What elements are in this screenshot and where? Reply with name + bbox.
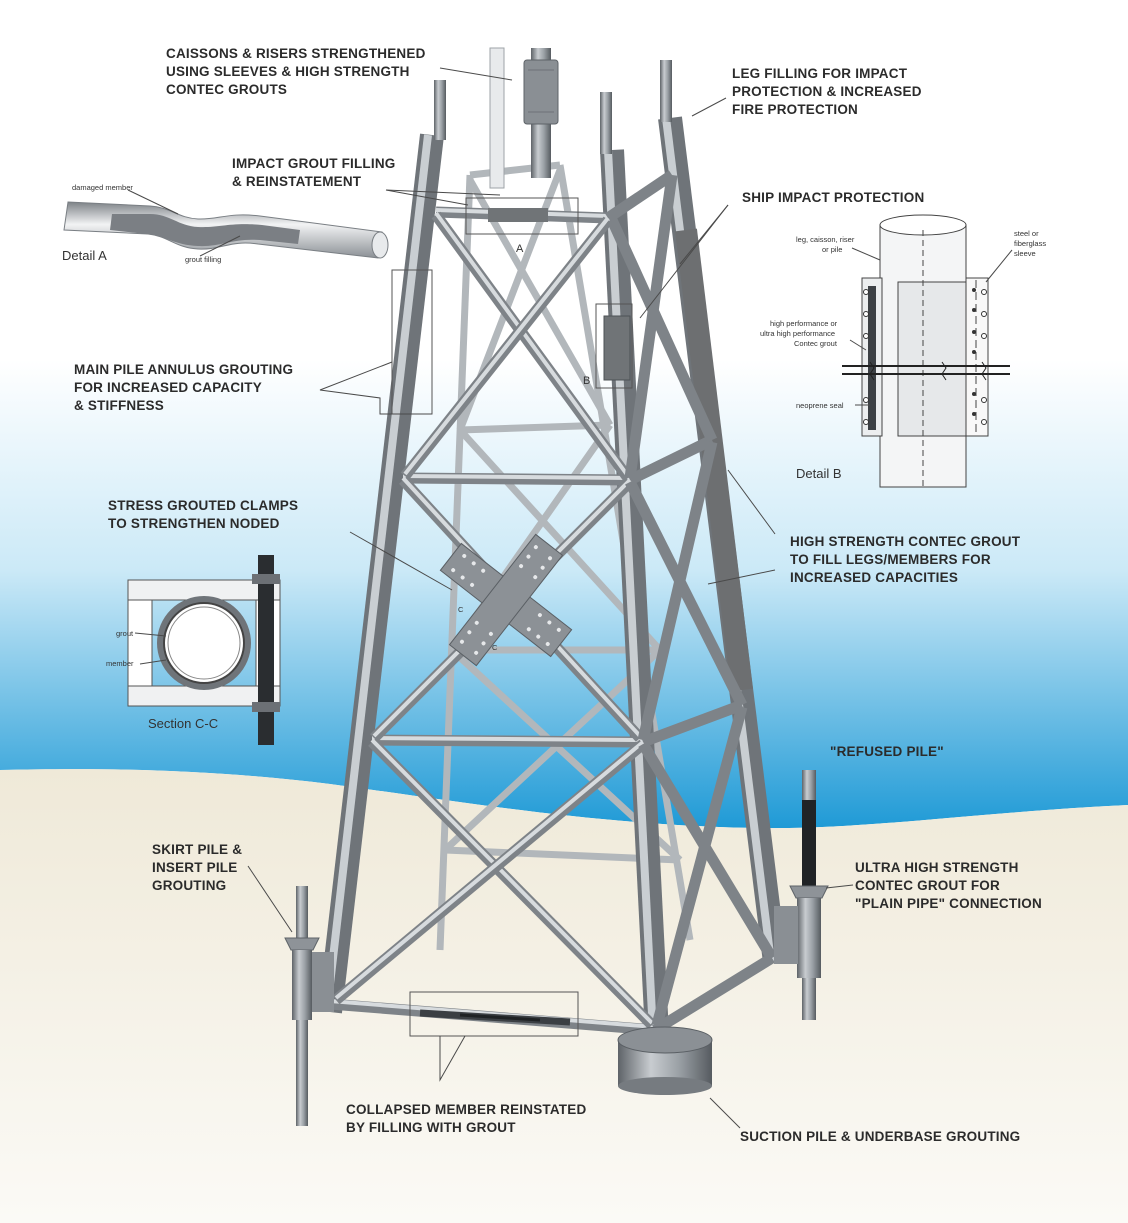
suction-label: SUCTION PILE & UNDERBASE GROUTING: [740, 1129, 1020, 1144]
section-c-member-label: member: [106, 659, 134, 668]
tag-b: B: [583, 375, 590, 387]
detail-b-seal-label: neoprene seal: [796, 401, 844, 410]
skirt-pile-label: SKIRT PILE & INSERT PILE GROUTING: [152, 842, 246, 893]
section-c-title: Section C-C: [148, 716, 218, 731]
leg-filling-label: LEG FILLING FOR IMPACT PROTECTION & INCR…: [732, 66, 926, 117]
section-c-illustration: [127, 555, 281, 745]
detail-box-collapsed: [409, 991, 579, 1037]
skirt-pile-left: [284, 886, 334, 1126]
ship-impact-label: SHIP IMPACT PROTECTION: [742, 190, 924, 205]
detail-box-a: [465, 197, 579, 235]
detail-b-title: Detail B: [796, 466, 842, 481]
refused-pile-label: "REFUSED PILE": [830, 744, 944, 759]
diagonal-braces: [332, 174, 777, 1029]
stress-clamps-label: STRESS GROUTED CLAMPS TO STRENGTHEN NODE…: [108, 498, 302, 531]
suction-pile: [617, 1026, 713, 1095]
caissons-label: CAISSONS & RISERS STRENGTHENED USING SLE…: [166, 46, 430, 97]
detail-b-illustration: [842, 214, 1013, 488]
detail-a-grout-label: grout filling: [185, 255, 221, 264]
collapsed-member: [419, 1009, 571, 1026]
section-c-grout-label: grout: [116, 629, 134, 638]
collapsed-label: COLLAPSED MEMBER REINSTATED BY FILLING W…: [346, 1102, 590, 1135]
main-pile-label: MAIN PILE ANNULUS GROUTING FOR INCREASED…: [74, 362, 297, 413]
detail-a-title: Detail A: [62, 248, 107, 263]
tag-c-upper: C: [458, 605, 464, 614]
sea-area: [0, 360, 1128, 829]
detail-a-damaged-label: damaged member: [72, 183, 133, 192]
ultra-high-label: ULTRA HIGH STRENGTH CONTEC GROUT FOR "PL…: [855, 860, 1042, 911]
tag-c-lower: C: [492, 643, 498, 652]
detail-b-sleeve-label: steel or fiberglass sleeve: [1014, 229, 1048, 258]
impact-grout-label: IMPACT GROUT FILLING & REINSTATEMENT: [232, 156, 399, 189]
detail-b-leg-label: leg, caisson, riser or pile: [796, 235, 856, 254]
leg-tops: [434, 60, 672, 154]
high-strength-label: HIGH STRENGTH CONTEC GROUT TO FILL LEGS/…: [790, 534, 1024, 585]
refused-pile-right: [774, 770, 829, 1020]
detail-b-grout-label: high performance or ultra high performan…: [760, 319, 839, 348]
seabed-area: [0, 769, 1128, 1223]
caisson-risers: [489, 47, 559, 189]
callout-leaders: [247, 67, 854, 1129]
stress-grouted-clamp: [439, 533, 573, 667]
jacket-legs: [318, 116, 787, 1035]
detail-a-illustration: [63, 189, 389, 259]
detail-box-b: [595, 303, 633, 389]
tag-a: A: [516, 243, 524, 255]
